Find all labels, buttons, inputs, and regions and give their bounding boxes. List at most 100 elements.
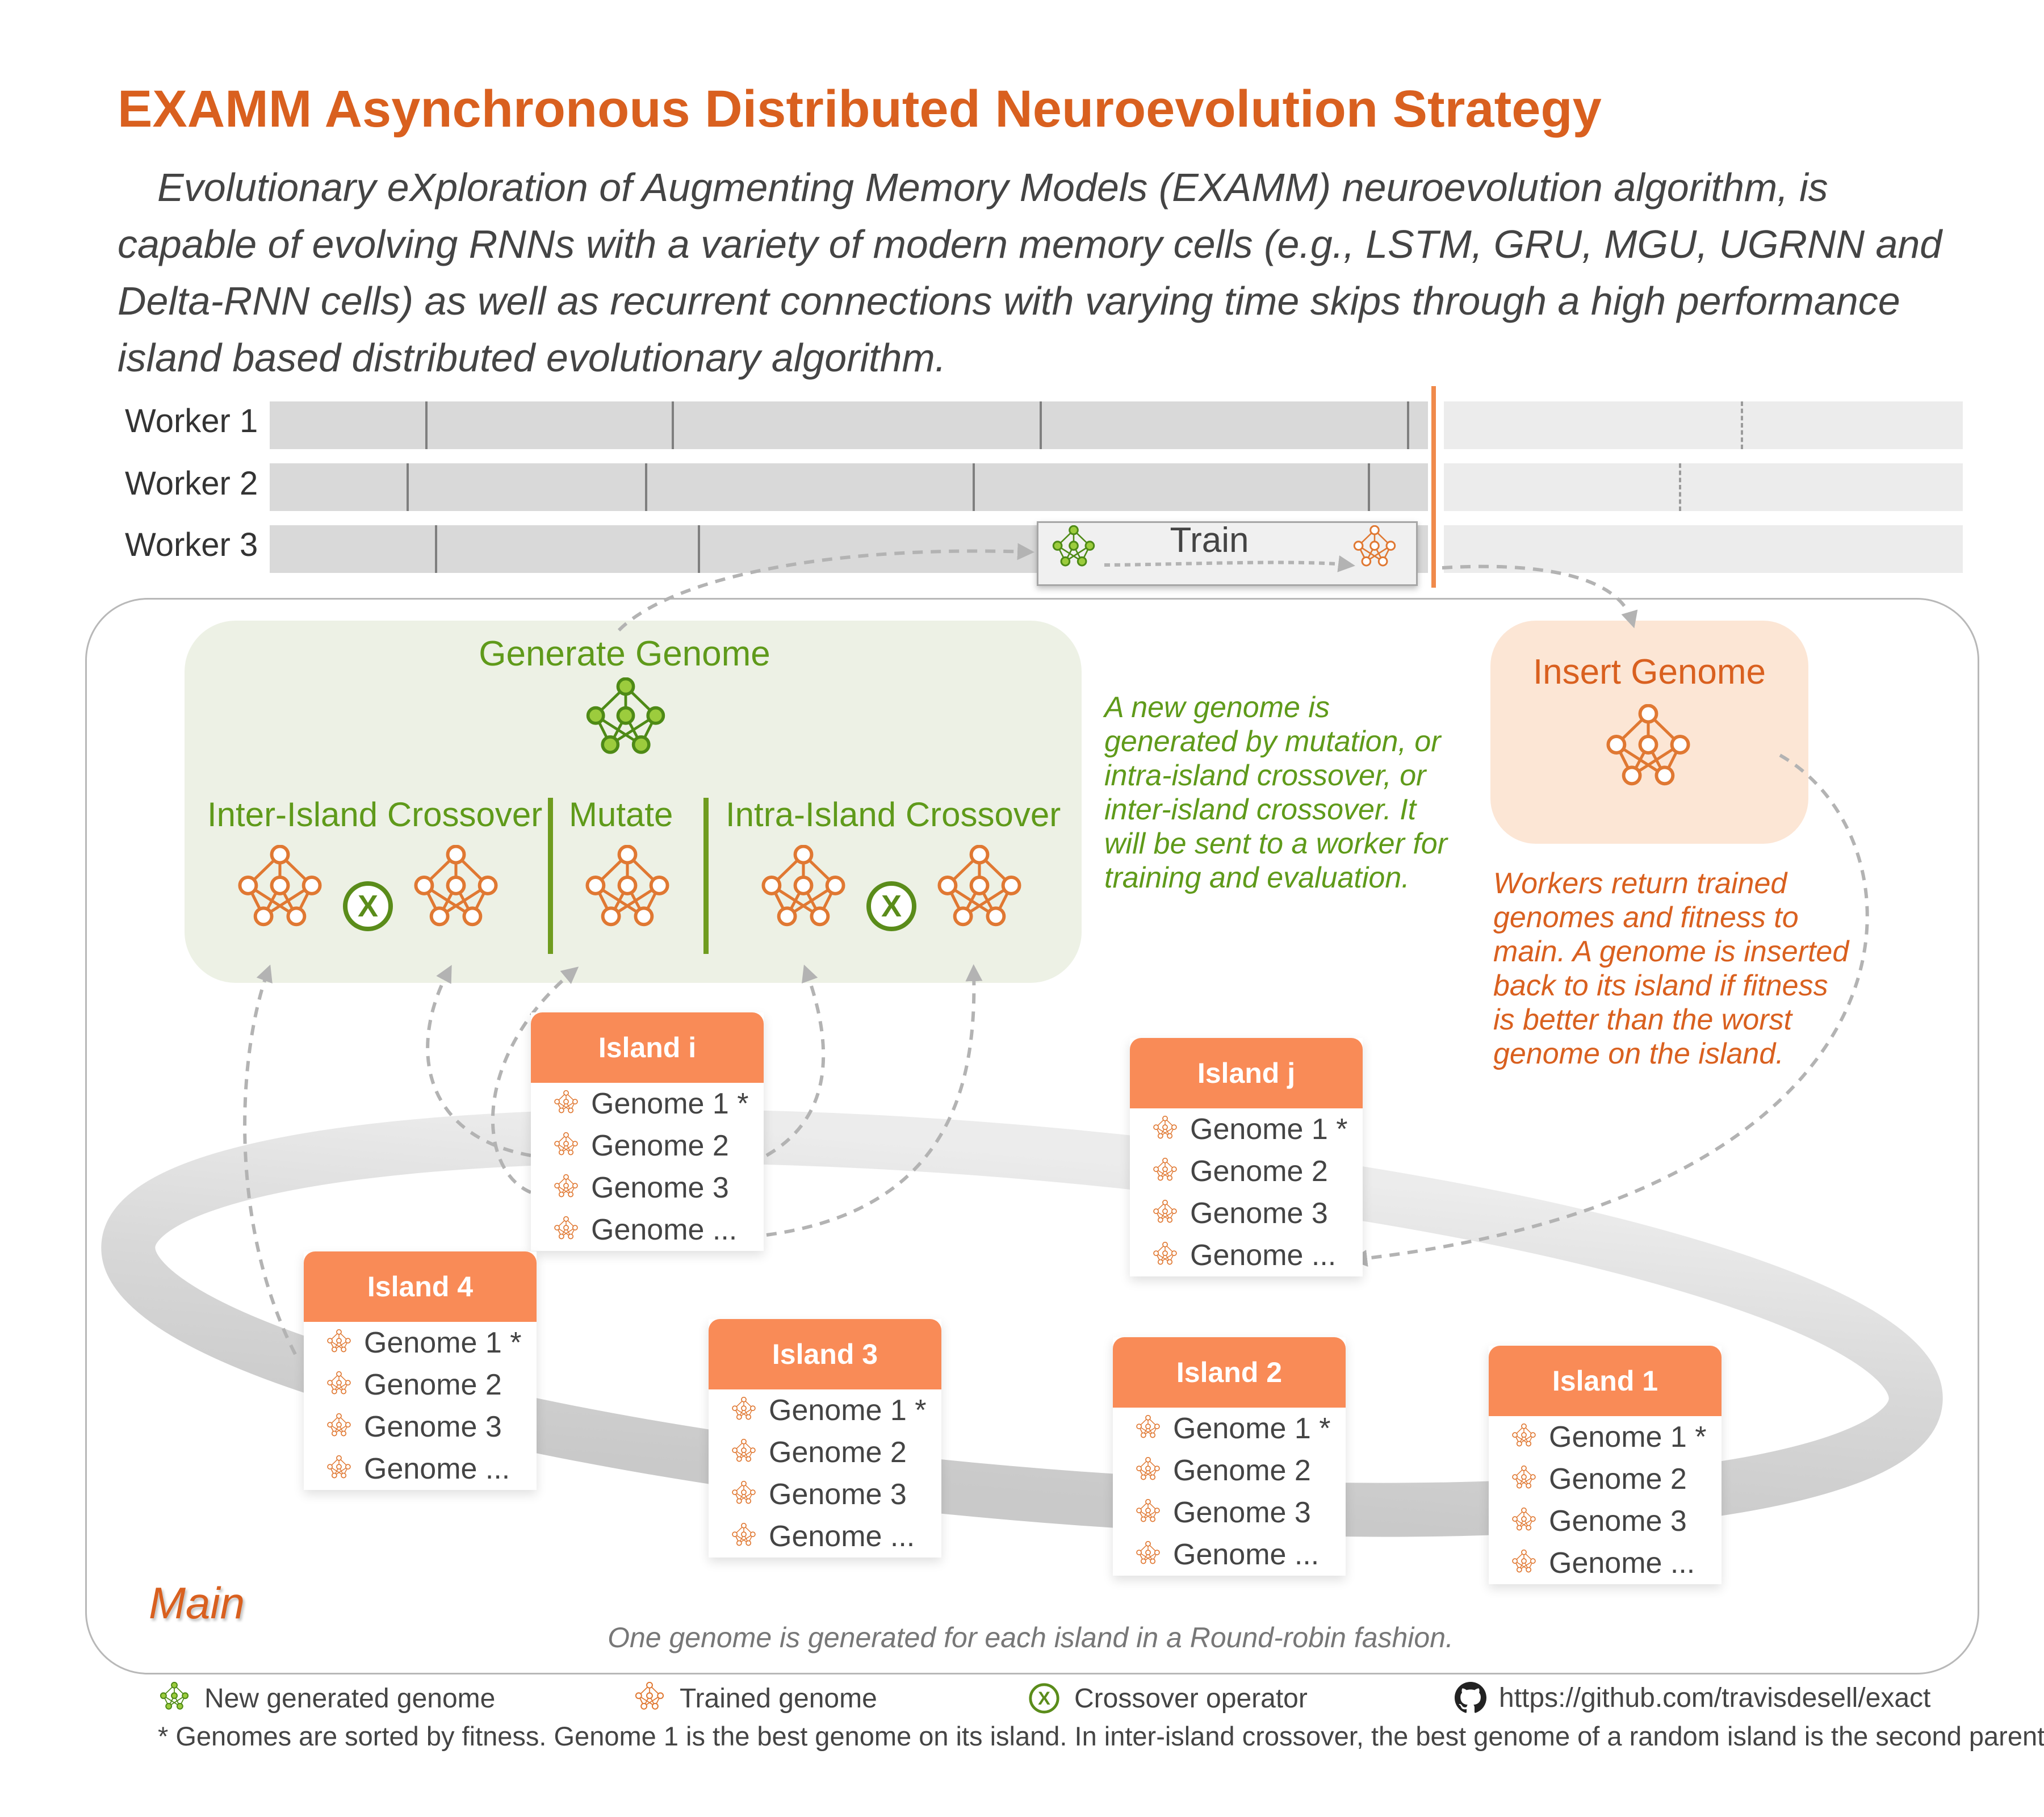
genome-label: Genome 3	[1549, 1505, 1687, 1538]
trained-genome-icon	[552, 1090, 580, 1117]
genome-row: Genome 1 *	[1130, 1108, 1363, 1150]
trained-genome-icon	[730, 1439, 757, 1466]
worker-2-future	[1444, 463, 1963, 511]
genome-row: Genome ...	[1489, 1542, 1722, 1584]
genome-label: Genome 3	[364, 1410, 502, 1443]
island-header: Island 2	[1113, 1337, 1346, 1408]
trained-genome-icon	[325, 1371, 353, 1399]
genome-row: Genome 2	[1489, 1458, 1722, 1500]
worker-3-future	[1444, 525, 1963, 573]
genome-label: Genome 1 *	[769, 1394, 927, 1427]
trained-genome-icon	[1134, 1415, 1162, 1442]
trained-genome-icon	[1134, 1499, 1162, 1526]
genome-row: Genome ...	[1130, 1234, 1363, 1276]
island-header: Island i	[531, 1012, 764, 1083]
trained-genome-icon	[1510, 1550, 1538, 1577]
genome-row: Genome 2	[1113, 1450, 1346, 1492]
crossover-symbol: X	[1038, 1688, 1050, 1709]
genome-row: Genome ...	[709, 1515, 941, 1558]
genome-row: Genome 3	[709, 1473, 941, 1515]
train-label: Train	[1170, 521, 1249, 560]
island-ring	[101, 1109, 1943, 1537]
trained-genome-icon	[1510, 1424, 1538, 1451]
trained-genome-icon	[633, 1682, 666, 1715]
trained-genome-icon	[1151, 1242, 1179, 1269]
genome-label: Genome ...	[364, 1452, 510, 1485]
intro-paragraph: Evolutionary eXploration of Augmenting M…	[118, 165, 1942, 380]
genome-row: Genome ...	[304, 1448, 537, 1490]
genome-row: Genome 3	[1489, 1500, 1722, 1542]
task-boundary	[973, 463, 975, 511]
new-genome-icon	[158, 1682, 191, 1715]
trained-genome-icon	[730, 1481, 757, 1508]
trained-genome-icon	[730, 1397, 757, 1424]
genome-row: Genome 3	[1113, 1492, 1346, 1534]
genome-label: Genome ...	[769, 1520, 915, 1553]
task-boundary	[435, 525, 437, 573]
genome-label: Genome 3	[591, 1171, 729, 1204]
operator-divider	[703, 798, 709, 954]
future-boundary	[1741, 401, 1743, 449]
island-4[interactable]: Island 4 Genome 1 * Genome 2 Genome 3 Ge…	[304, 1251, 537, 1490]
genome-label: Genome 1 *	[364, 1326, 522, 1359]
generate-genome-title: Generate Genome	[479, 634, 770, 673]
legend-trained-label: Trained genome	[680, 1683, 877, 1714]
train-arrow	[1104, 555, 1355, 572]
return-arrow	[1442, 564, 1638, 629]
genome-row: Genome 3	[1130, 1192, 1363, 1234]
genome-row: Genome 2	[1130, 1150, 1363, 1192]
trained-genome-icon	[325, 1455, 353, 1483]
island-j[interactable]: Island j Genome 1 * Genome 2 Genome 3 Ge…	[1130, 1038, 1363, 1276]
task-boundary	[672, 401, 674, 449]
inter-island-crossover-label: Inter-Island Crossover	[207, 796, 543, 834]
trained-genome-icon	[1134, 1457, 1162, 1484]
trained-genome-icon	[1510, 1466, 1538, 1493]
trained-genome-icon	[552, 1174, 580, 1201]
task-boundary	[1040, 401, 1042, 449]
island-header: Island j	[1130, 1038, 1363, 1108]
genome-label: Genome 3	[1173, 1496, 1311, 1529]
task-boundary	[1368, 463, 1370, 511]
genome-label: Genome 3	[769, 1478, 907, 1511]
genome-label: Genome ...	[1190, 1239, 1337, 1272]
legend-new-genome: New generated genome	[158, 1682, 495, 1715]
trained-genome-icon	[730, 1523, 757, 1550]
island-2[interactable]: Island 2 Genome 1 * Genome 2 Genome 3 Ge…	[1113, 1337, 1346, 1576]
intra-island-crossover-label: Intra-Island Crossover	[726, 796, 1061, 834]
generate-note: A new genome is generated by mutation, o…	[1104, 691, 1448, 894]
island-header: Island 3	[709, 1319, 941, 1389]
worker-1-future	[1444, 401, 1963, 449]
genome-label: Genome ...	[1173, 1538, 1320, 1571]
insert-genome-title: Insert Genome	[1532, 652, 1766, 692]
island-3[interactable]: Island 3 Genome 1 * Genome 2 Genome 3 Ge…	[709, 1319, 941, 1558]
current-time-line	[1431, 386, 1436, 588]
trained-genome-icon	[552, 1216, 580, 1244]
github-link[interactable]: https://github.com/travisdesell/exact	[1455, 1682, 1930, 1714]
island-header: Island 1	[1489, 1346, 1722, 1416]
worker-1-timeline	[270, 401, 1428, 449]
worker-label-2: Worker 2	[125, 465, 258, 502]
genome-row: Genome 1 *	[1489, 1416, 1722, 1458]
task-boundary	[645, 463, 647, 511]
island-1[interactable]: Island 1 Genome 1 * Genome 2 Genome 3 Ge…	[1489, 1346, 1722, 1584]
worker-2-timeline	[270, 463, 1428, 511]
genome-row: Genome 1 *	[304, 1322, 537, 1364]
insert-arrow	[1350, 753, 1869, 1267]
mutate-arrow	[491, 966, 579, 1194]
genome-label: Genome 2	[1190, 1155, 1328, 1188]
genome-row: Genome 3	[531, 1167, 764, 1209]
github-icon	[1455, 1682, 1486, 1713]
genome-label: Genome 3	[1190, 1197, 1328, 1230]
island-i[interactable]: Island i Genome 1 * Genome 2 Genome 3 Ge…	[531, 1012, 764, 1251]
task-boundary	[1407, 401, 1409, 449]
trained-genome-icon	[1151, 1200, 1179, 1227]
operator-divider	[548, 798, 553, 954]
footnote: * Genomes are sorted by fitness. Genome …	[158, 1721, 2044, 1751]
genome-row: Genome 1 *	[531, 1083, 764, 1125]
crossover-icon: X	[343, 881, 393, 931]
worker-label-1: Worker 1	[125, 403, 258, 439]
genome-row: Genome 2	[709, 1431, 941, 1473]
train-task	[1037, 521, 1418, 586]
genome-row: Genome 2	[531, 1125, 764, 1167]
